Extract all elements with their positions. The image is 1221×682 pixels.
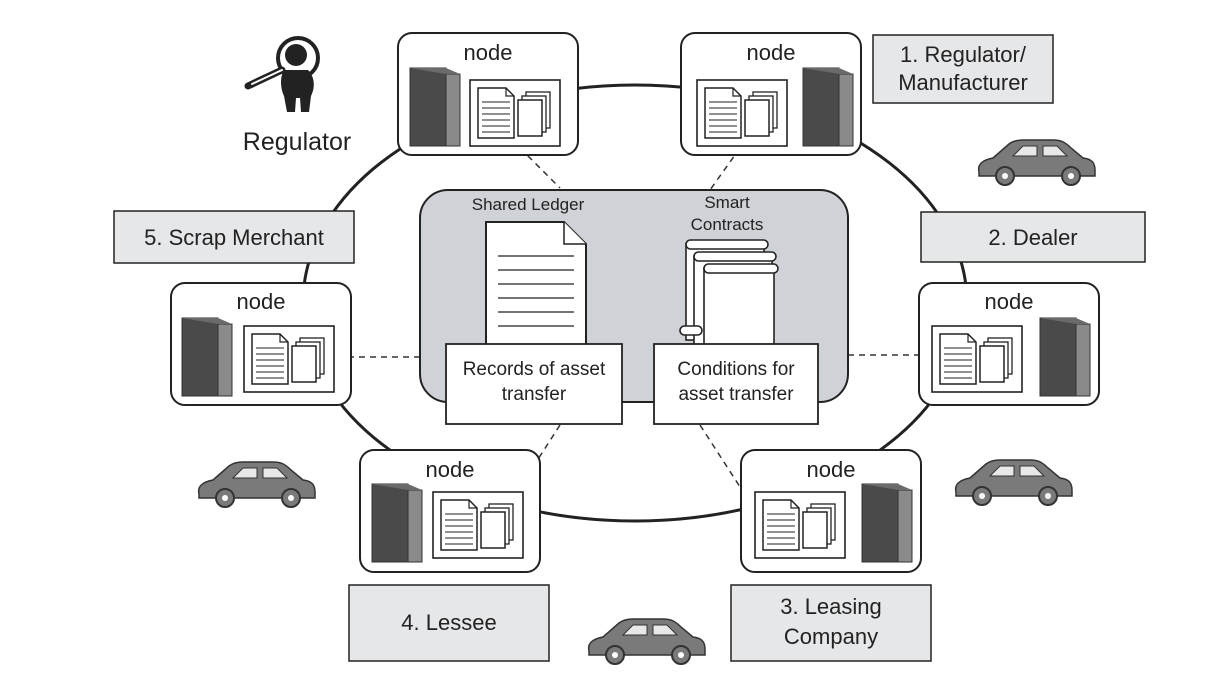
node-title: node: [747, 40, 796, 65]
ledger-document-icon: [485, 221, 587, 347]
node-bottom-left: node: [359, 449, 541, 573]
server-icon: [181, 317, 233, 397]
party-label-line2: Company: [784, 624, 878, 649]
car-icon: [587, 618, 706, 665]
car-icon: [197, 461, 316, 508]
party-regulator-manufacturer: 1. Regulator/ Manufacturer: [872, 34, 1054, 104]
smart-contracts-title-line2: Contracts: [691, 215, 764, 234]
smart-contracts-scroll-icon: [679, 239, 779, 353]
ledger-copies-icon: [754, 491, 846, 559]
node-title: node: [426, 457, 475, 482]
party-label-line1: 3. Leasing: [780, 594, 882, 619]
server-icon: [371, 483, 423, 563]
ledger-copies-icon: [931, 325, 1023, 393]
node-bottom-right: node: [740, 449, 922, 573]
party-label-line2: Manufacturer: [898, 70, 1028, 95]
party-dealer: 2. Dealer: [920, 211, 1146, 263]
party-leasing-company: 3. Leasing Company: [730, 584, 932, 662]
records-label-line2: transfer: [502, 384, 567, 405]
server-icon: [861, 483, 913, 563]
server-icon: [1039, 317, 1091, 397]
ledger-copies-icon: [696, 79, 788, 147]
server-icon: [802, 67, 854, 147]
party-lessee: 4. Lessee: [348, 584, 550, 662]
smart-contracts-title-line1: Smart: [704, 193, 750, 212]
node-top-left: node: [397, 32, 579, 156]
conditions-label-line2: asset transfer: [678, 384, 794, 405]
car-icon: [954, 459, 1073, 506]
shared-ledger-title: Shared Ledger: [472, 195, 585, 214]
node-right: node: [918, 282, 1100, 406]
party-label: 4. Lessee: [401, 610, 496, 635]
node-title: node: [985, 289, 1034, 314]
regulator-label: Regulator: [243, 128, 351, 156]
node-title: node: [807, 457, 856, 482]
ledger-copies-icon: [469, 79, 561, 147]
server-icon: [409, 67, 461, 147]
party-scrap-merchant: 5. Scrap Merchant: [113, 210, 355, 264]
conditions-box: [653, 343, 819, 425]
magnifier-person-icon: [244, 36, 320, 112]
records-box: [445, 343, 623, 425]
node-title: node: [464, 40, 513, 65]
node-title: node: [237, 289, 286, 314]
node-left: node: [170, 282, 352, 406]
ledger-copies-icon: [432, 491, 524, 559]
records-label-line1: Records of asset: [463, 359, 606, 380]
car-icon: [977, 139, 1096, 186]
party-label-line1: 1. Regulator/: [900, 42, 1027, 67]
party-label: 2. Dealer: [988, 225, 1077, 250]
ledger-copies-icon: [243, 325, 335, 393]
party-label: 5. Scrap Merchant: [144, 225, 324, 250]
conditions-label-line1: Conditions for: [677, 359, 795, 380]
node-top-right: node: [680, 32, 862, 156]
